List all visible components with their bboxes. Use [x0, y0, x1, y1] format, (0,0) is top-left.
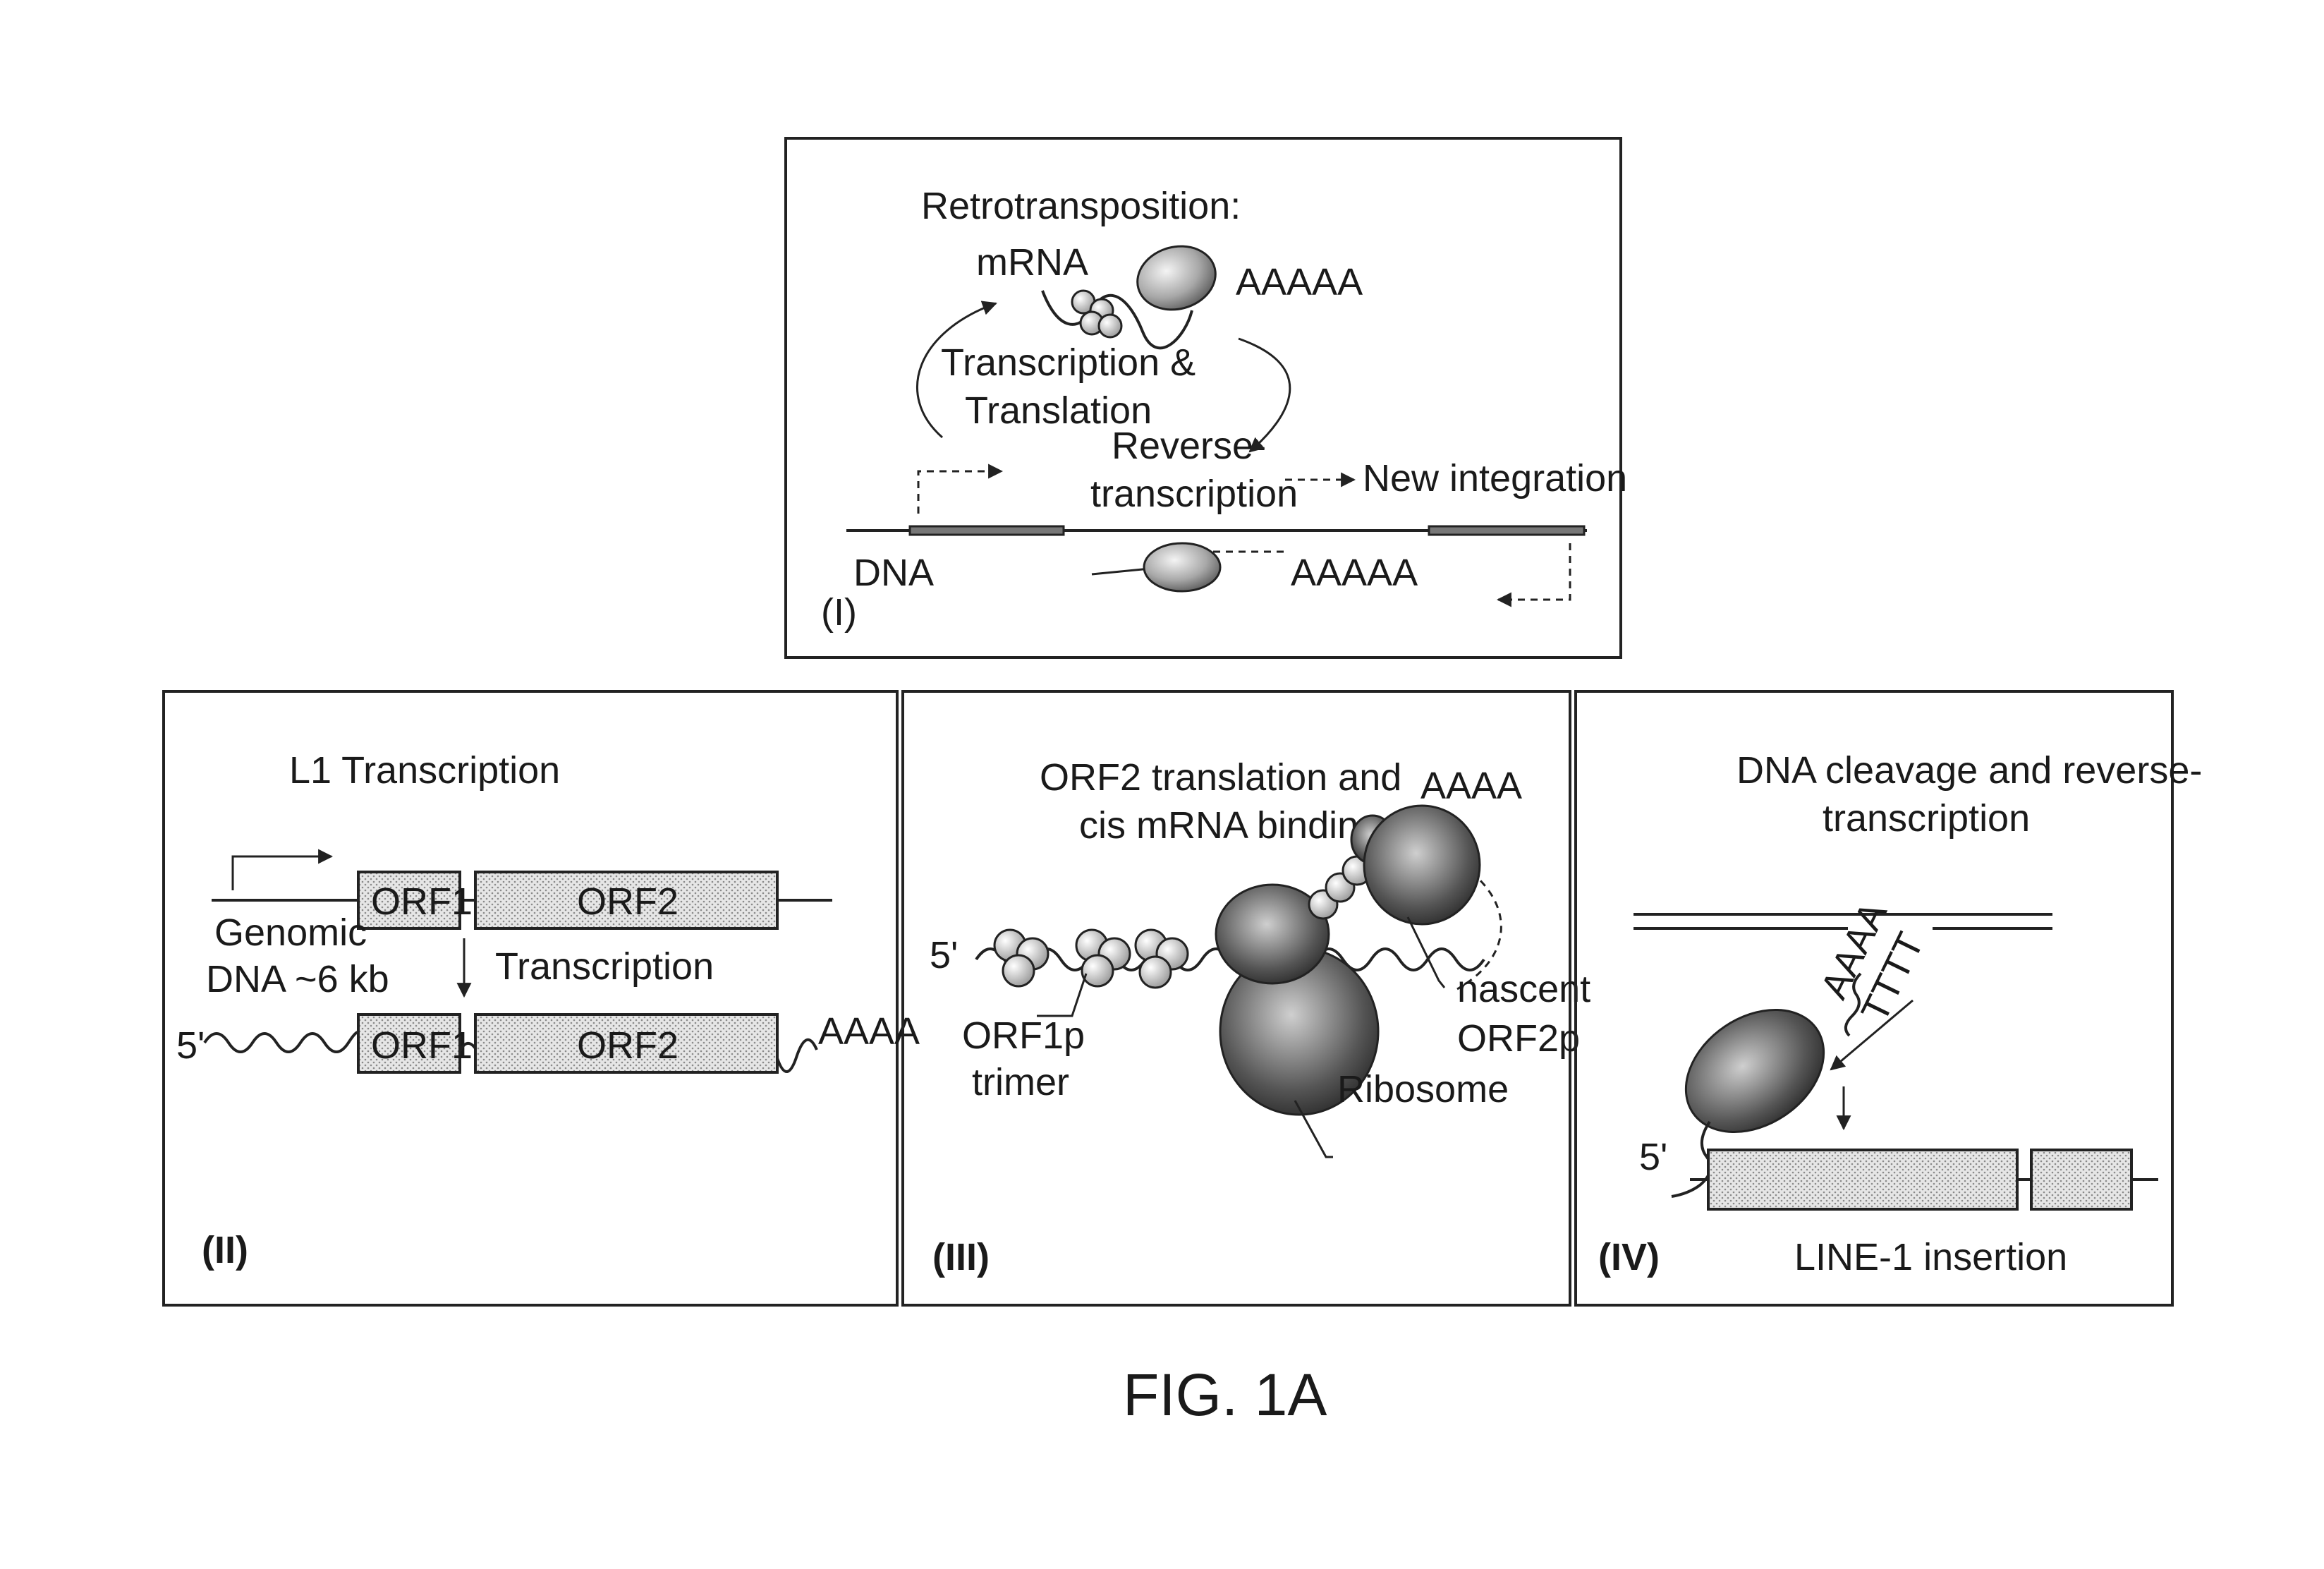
panel-3-title-1: ORF2 translation and	[1040, 756, 1401, 799]
polyA-tail-2	[776, 1038, 818, 1073]
ribosome-leader	[1294, 1100, 1333, 1158]
orf1p-bead	[1097, 313, 1123, 339]
panel-1-numeral: (I)	[821, 591, 857, 634]
nascent-leader	[1406, 916, 1446, 988]
panel-4-title-1: DNA cleavage and reverse-	[1736, 749, 2202, 792]
panel-2: L1 Transcription ORF1 ORF2 Genomic DNA ~…	[162, 690, 920, 1307]
transcription-translation-label-2: Translation	[965, 389, 1152, 432]
panel-3: ORF2 translation and cis mRNA binding AA…	[901, 690, 1590, 1307]
panel-1: Retrotransposition: mRNA AAAAA Transcrip…	[784, 137, 1627, 659]
orf2p-enzyme	[1684, 1008, 1825, 1134]
panel-3-title-2: cis mRNA binding	[1079, 804, 1380, 847]
promoter-arrow-2	[231, 849, 334, 890]
orf2-label-bottom: ORF2	[577, 1024, 679, 1067]
five-prime-label-3: 5'	[930, 934, 958, 976]
ribosome-small-subunit	[1215, 883, 1330, 985]
panel-1-frame	[784, 137, 1622, 659]
panel-4-numeral: (IV)	[1598, 1236, 1660, 1278]
five-prime-label-4: 5'	[1639, 1136, 1667, 1178]
orf1p-trimer-3	[1134, 928, 1189, 989]
nascent-label-2: ORF2p	[1457, 1017, 1580, 1060]
panel-3-numeral: (III)	[932, 1236, 990, 1278]
insert-orf2-box	[1707, 1149, 2019, 1211]
orf1-label-top: ORF1	[371, 880, 473, 923]
reverse-promoter-arrow	[1496, 543, 1571, 607]
transcription-arrow	[916, 301, 997, 439]
orf2p-domain-large	[1363, 804, 1481, 926]
figure-label: FIG. 1A	[1123, 1362, 1327, 1428]
genomic-label-1: Genomic	[214, 911, 367, 954]
reverse-transcription-label-2: transcription	[1090, 473, 1298, 515]
transcription-label: Transcription	[495, 945, 714, 988]
orf2-box-top	[474, 871, 779, 930]
panel-4-frame	[1574, 690, 2174, 1307]
polyA-label-2: AAAA	[818, 1010, 920, 1053]
l1-element-right	[1428, 525, 1586, 536]
polyA-top-label: AAAAA	[1236, 261, 1363, 303]
orf1-label-bottom: ORF1	[371, 1024, 473, 1067]
orf1-box-bottom	[357, 1013, 461, 1074]
transcription-translation-label-1: Transcription &	[941, 341, 1196, 384]
orf1p-trimer-2	[1075, 928, 1131, 988]
new-integration-label: New integration	[1363, 457, 1627, 499]
genomic-label-2: DNA ~6 kb	[206, 958, 389, 1000]
l1-element-left	[908, 525, 1065, 536]
line1-insertion-label: LINE-1 insertion	[1794, 1236, 2067, 1278]
orf1p-label-1: ORF1p	[962, 1014, 1085, 1057]
reverse-transcription-arrow	[1238, 337, 1291, 453]
ribosome-label: Ribosome	[1337, 1068, 1509, 1110]
rna-strand-bottom	[1091, 567, 1150, 576]
l1-transcription-title: L1 Transcription	[289, 749, 560, 792]
polyA-label-3: AAAA	[1420, 765, 1522, 807]
orf1p-leader	[1037, 973, 1088, 1017]
mrna-label: mRNA	[976, 241, 1088, 284]
rna-5prime-tail	[1671, 1120, 1712, 1198]
nascent-label-1: nascent	[1457, 968, 1590, 1010]
panel-2-frame	[162, 690, 899, 1307]
panel-4-title-2: transcription	[1823, 797, 2030, 840]
rna-tail-4	[1844, 972, 1862, 1037]
orf1p-trimer-1	[993, 928, 1050, 988]
orf2-box-bottom	[474, 1013, 779, 1074]
mrna-strand	[1041, 290, 1193, 350]
orf2p-bottom	[1143, 542, 1222, 593]
dna-label: DNA	[853, 552, 934, 594]
insert-orf1-box	[2030, 1149, 2133, 1211]
orf1-box-top	[357, 871, 461, 930]
orf2p-protein	[1136, 245, 1217, 311]
reverse-transcription-label-1: Reverse-	[1112, 425, 1266, 467]
retrotransposition-title: Retrotransposition:	[921, 185, 1241, 227]
panel-3-frame	[901, 690, 1571, 1307]
orf2-label-top: ORF2	[577, 880, 679, 923]
panel-2-numeral: (II)	[202, 1229, 248, 1271]
orf1p-label-2: trimer	[972, 1061, 1069, 1103]
promoter-arrow	[917, 464, 1004, 514]
reverse-transcription-arrow-4	[1830, 999, 1914, 1071]
mrna-wave-2	[203, 1031, 360, 1053]
polyA-bottom-label: AAAAA	[1291, 552, 1418, 594]
five-prime-label-2: 5'	[176, 1024, 205, 1067]
intergenic-link	[458, 1042, 477, 1052]
panel-4: DNA cleavage and reverse- transcription …	[1574, 690, 2202, 1307]
